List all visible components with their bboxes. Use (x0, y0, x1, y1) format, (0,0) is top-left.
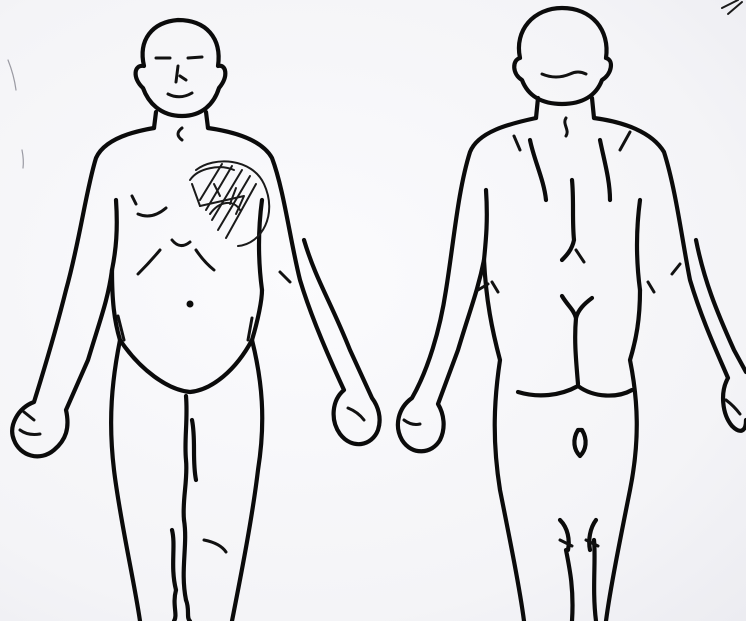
back-spine-lower (576, 250, 584, 262)
back-gluteal-cleft (575, 318, 578, 384)
front-neck-left (154, 112, 156, 128)
back-spine (562, 180, 574, 260)
back-neck-left (536, 98, 538, 118)
front-left-outline (12, 128, 154, 456)
front-lower-inner (174, 590, 190, 621)
back-right-arm-mark (672, 264, 680, 274)
front-navel (187, 301, 194, 308)
front-neck-right (206, 112, 208, 128)
back-left-outline (398, 118, 536, 451)
front-sternum (172, 240, 190, 246)
back-right-outline (594, 118, 746, 431)
back-left-fingers (404, 420, 420, 425)
front-left-thumb (24, 412, 34, 420)
front-knee-right (204, 540, 226, 552)
back-mid-right (620, 132, 630, 150)
front-right-outline (208, 128, 380, 444)
front-head (136, 20, 226, 116)
back-right-inner-arm (637, 200, 640, 290)
back-left-torso (484, 260, 524, 621)
front-pelvis (112, 270, 262, 392)
front-chest-line-left (138, 208, 166, 216)
front-inner-leg-left (184, 396, 187, 520)
back-neck-right (592, 98, 594, 118)
front-inner-leg-right (192, 420, 196, 480)
front-figure (12, 20, 379, 621)
front-throat-mark (178, 128, 182, 140)
front-ribs-right (196, 250, 214, 270)
back-figure (398, 8, 746, 621)
back-right-torso (606, 290, 640, 621)
front-nose (176, 66, 186, 82)
front-knee-left (172, 520, 186, 600)
back-spine-upper (565, 118, 567, 136)
back-right-fingers (726, 400, 740, 414)
back-left-scapula (530, 140, 546, 200)
back-buttock-line (518, 386, 632, 396)
front-left-fingers (20, 430, 40, 435)
back-right-scapula (600, 140, 610, 200)
front-shoulder-right (280, 272, 290, 282)
back-head (514, 8, 611, 104)
back-left-inner-arm (484, 190, 487, 260)
back-knee-left (560, 520, 573, 621)
back-sacrum (562, 296, 592, 318)
front-right-eye (188, 57, 202, 58)
front-ribs-left (138, 250, 160, 274)
back-inner-thigh (574, 430, 585, 456)
front-right-inner-arm (259, 200, 262, 290)
front-mouth (168, 93, 192, 97)
front-right-leg-outer (232, 340, 262, 621)
front-left-leg-outer (111, 340, 140, 621)
back-hairline (542, 72, 586, 77)
front-left-inner-arm (112, 200, 117, 270)
back-hip-right (648, 282, 654, 292)
front-right-fingers (348, 408, 364, 420)
front-left-nipple (132, 196, 136, 204)
back-hip-left (492, 282, 498, 292)
back-mid-left (514, 136, 520, 150)
back-knee-right (589, 520, 596, 621)
scan-artifacts (8, 0, 742, 168)
